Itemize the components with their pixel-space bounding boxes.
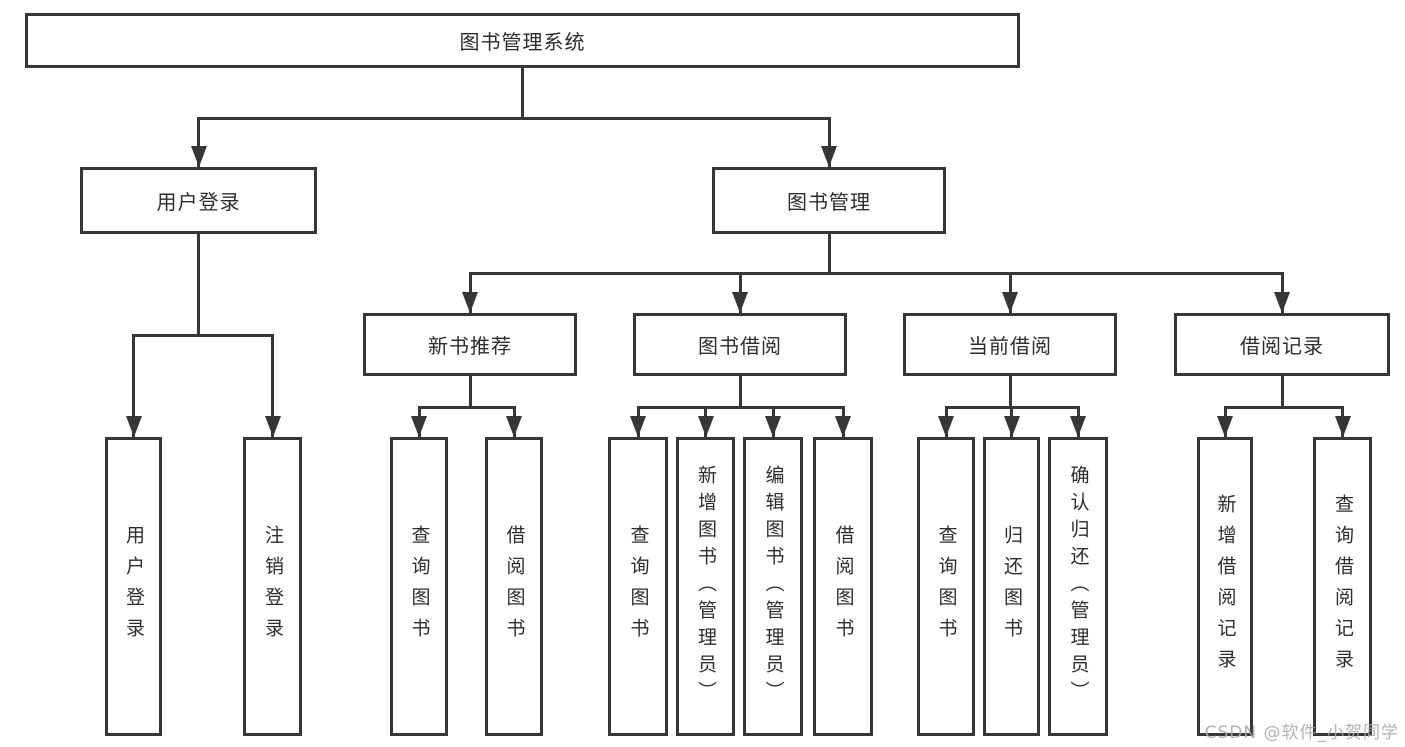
csdn-watermark: CSDN @软件_小贺同学 [1204,723,1399,743]
arrow-down-marker [1334,416,1351,437]
node-label: 当前借阅 [968,334,1052,358]
node-label: 查询图书 [935,524,958,649]
node-book-borrow: 图书借阅 [633,313,847,376]
node-current-borrow: 当前借阅 [903,313,1117,376]
connector-line [521,68,524,120]
arrow-down-marker [190,146,207,167]
arrow-down-marker [835,416,851,437]
arrow-down-marker [697,416,714,437]
node-bb-add-book: 新增图书（管理员） [676,437,735,736]
node-label: 图书管理 [787,190,871,214]
connector-line [417,405,516,409]
arrow-down-marker [125,416,142,437]
arrow-down-marker [938,416,954,437]
connector-line [271,335,274,437]
node-label: 注销登录 [262,524,284,649]
node-cb-return-book: 归还图书 [983,437,1040,736]
node-cb-confirm-return: 确认归还（管理员） [1048,437,1108,736]
node-label: 查询图书 [408,524,431,649]
connector-line [468,376,472,409]
node-label: 用户登录 [156,190,241,214]
connector-line [197,118,200,167]
node-label: 借阅图书 [503,524,526,649]
node-label: 查询图书 [627,524,650,649]
node-logout-user: 注销登录 [243,437,302,736]
node-label: 新增图书（管理员） [695,465,717,708]
connector-line [1280,376,1284,409]
node-user-login: 用户登录 [80,167,317,234]
connector-line [1223,405,1344,409]
arrow-down-marker [1217,416,1233,437]
arrow-down-marker [506,416,522,437]
arrow-down-marker [1003,416,1020,437]
arrow-down-marker [732,292,748,313]
node-br-query-record: 查询借阅记录 [1313,437,1372,736]
node-root: 图书管理系统 [25,13,1020,68]
node-rec-query-book: 查询图书 [390,437,448,736]
node-rec-borrow-book: 借阅图书 [485,437,543,736]
node-br-add-record: 新增借阅记录 [1197,437,1253,736]
connector-line [1008,376,1012,409]
connector-line [827,118,831,167]
node-book-management: 图书管理 [712,167,946,234]
arrow-down-marker [264,416,281,437]
arrow-down-marker [1274,292,1290,313]
connector-line [827,234,831,275]
connector-line [636,405,845,409]
node-new-book-recommend: 新书推荐 [363,313,577,376]
arrow-down-marker [462,292,478,313]
node-bb-query-book: 查询图书 [608,437,668,736]
node-label: 确认归还（管理员） [1067,465,1090,708]
node-label: 编辑图书（管理员） [762,465,785,708]
node-label: 用户登录 [123,524,145,649]
connector-line [132,333,274,337]
node-label: 归还图书 [1001,524,1023,649]
node-label: 图书借阅 [698,334,782,358]
node-borrow-records: 借阅记录 [1174,313,1390,376]
connector-line [197,234,200,337]
node-label: 借阅图书 [832,524,855,649]
node-bb-borrow-book: 借阅图书 [813,437,873,736]
arrow-down-marker [765,416,781,437]
node-label: 新书推荐 [428,334,512,358]
node-label: 新增借阅记录 [1214,493,1237,680]
node-label: 借阅记录 [1240,334,1324,358]
connector-line [197,116,831,120]
node-login-user: 用户登录 [105,437,162,736]
node-label: 图书管理系统 [459,30,586,54]
connector-line [738,376,742,409]
node-cb-query-book: 查询图书 [917,437,975,736]
arrow-down-marker [411,416,427,437]
node-label: 查询借阅记录 [1332,493,1354,680]
arrow-down-marker [1002,292,1018,313]
arrow-down-marker [1070,416,1086,437]
node-bb-edit-book: 编辑图书（管理员） [743,437,803,736]
connector-line [132,335,135,437]
arrow-down-marker [630,416,646,437]
connector-line [468,271,1284,275]
arrow-down-marker [821,146,837,167]
